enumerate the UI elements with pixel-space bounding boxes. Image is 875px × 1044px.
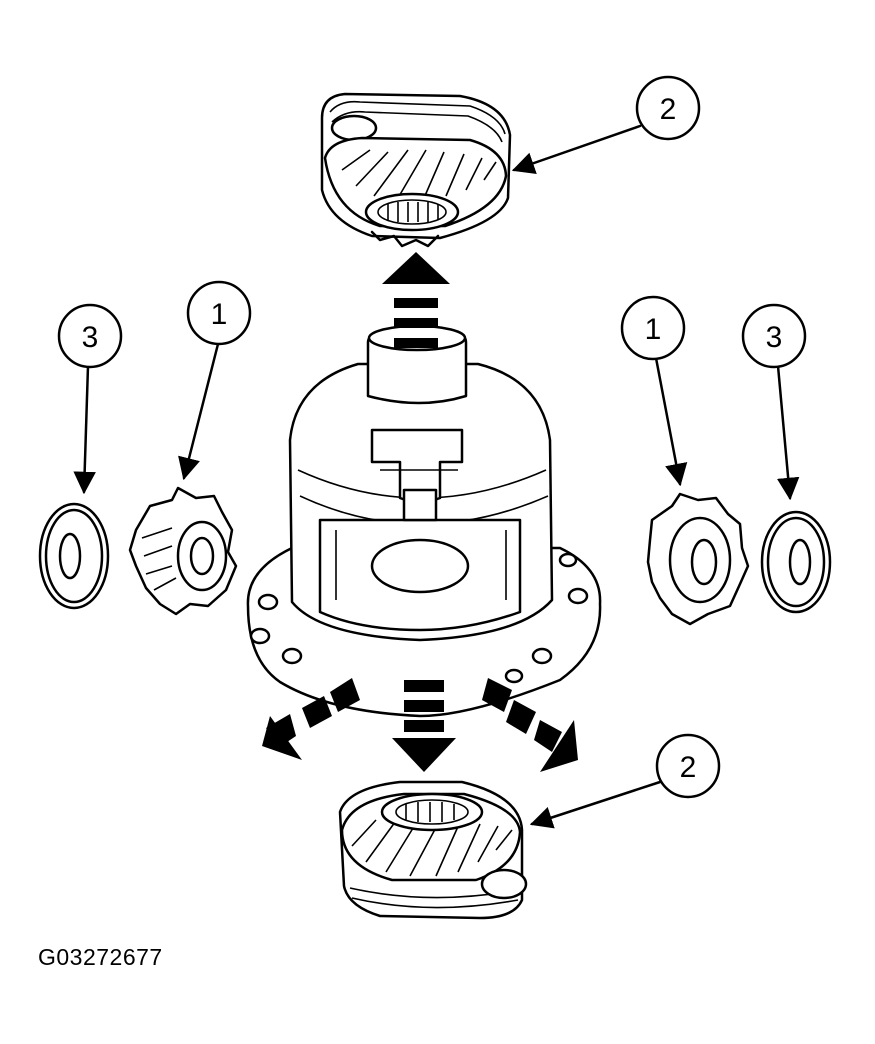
callout-3-left-label: 3 (82, 321, 99, 354)
callout-3-right: 3 (741, 303, 807, 369)
side-gear-top (320, 92, 512, 248)
callout-1-right: 1 (620, 295, 686, 361)
pinion-gear-right (646, 492, 750, 626)
callout-2-bottom: 2 (655, 733, 721, 799)
callout-2-top-label: 2 (660, 93, 677, 126)
move-up-arrow (382, 252, 450, 348)
thrust-washer-right (760, 510, 832, 614)
callout-1-left-label: 1 (211, 298, 228, 331)
pinion-gear-left (128, 486, 238, 616)
move-down-arrows (262, 678, 578, 772)
side-gear-bottom (338, 780, 528, 920)
figure-id: G03272677 (38, 944, 163, 970)
thrust-washer-left (38, 502, 110, 610)
callout-1-left: 1 (186, 280, 252, 346)
callout-3-right-label: 3 (766, 321, 783, 354)
callout-2-top: 2 (635, 75, 701, 141)
differential-case (246, 324, 602, 718)
callout-leaders (73, 124, 800, 829)
callout-2-bottom-label: 2 (680, 751, 697, 784)
callout-1-right-label: 1 (645, 313, 662, 346)
callout-3-left: 3 (57, 303, 123, 369)
